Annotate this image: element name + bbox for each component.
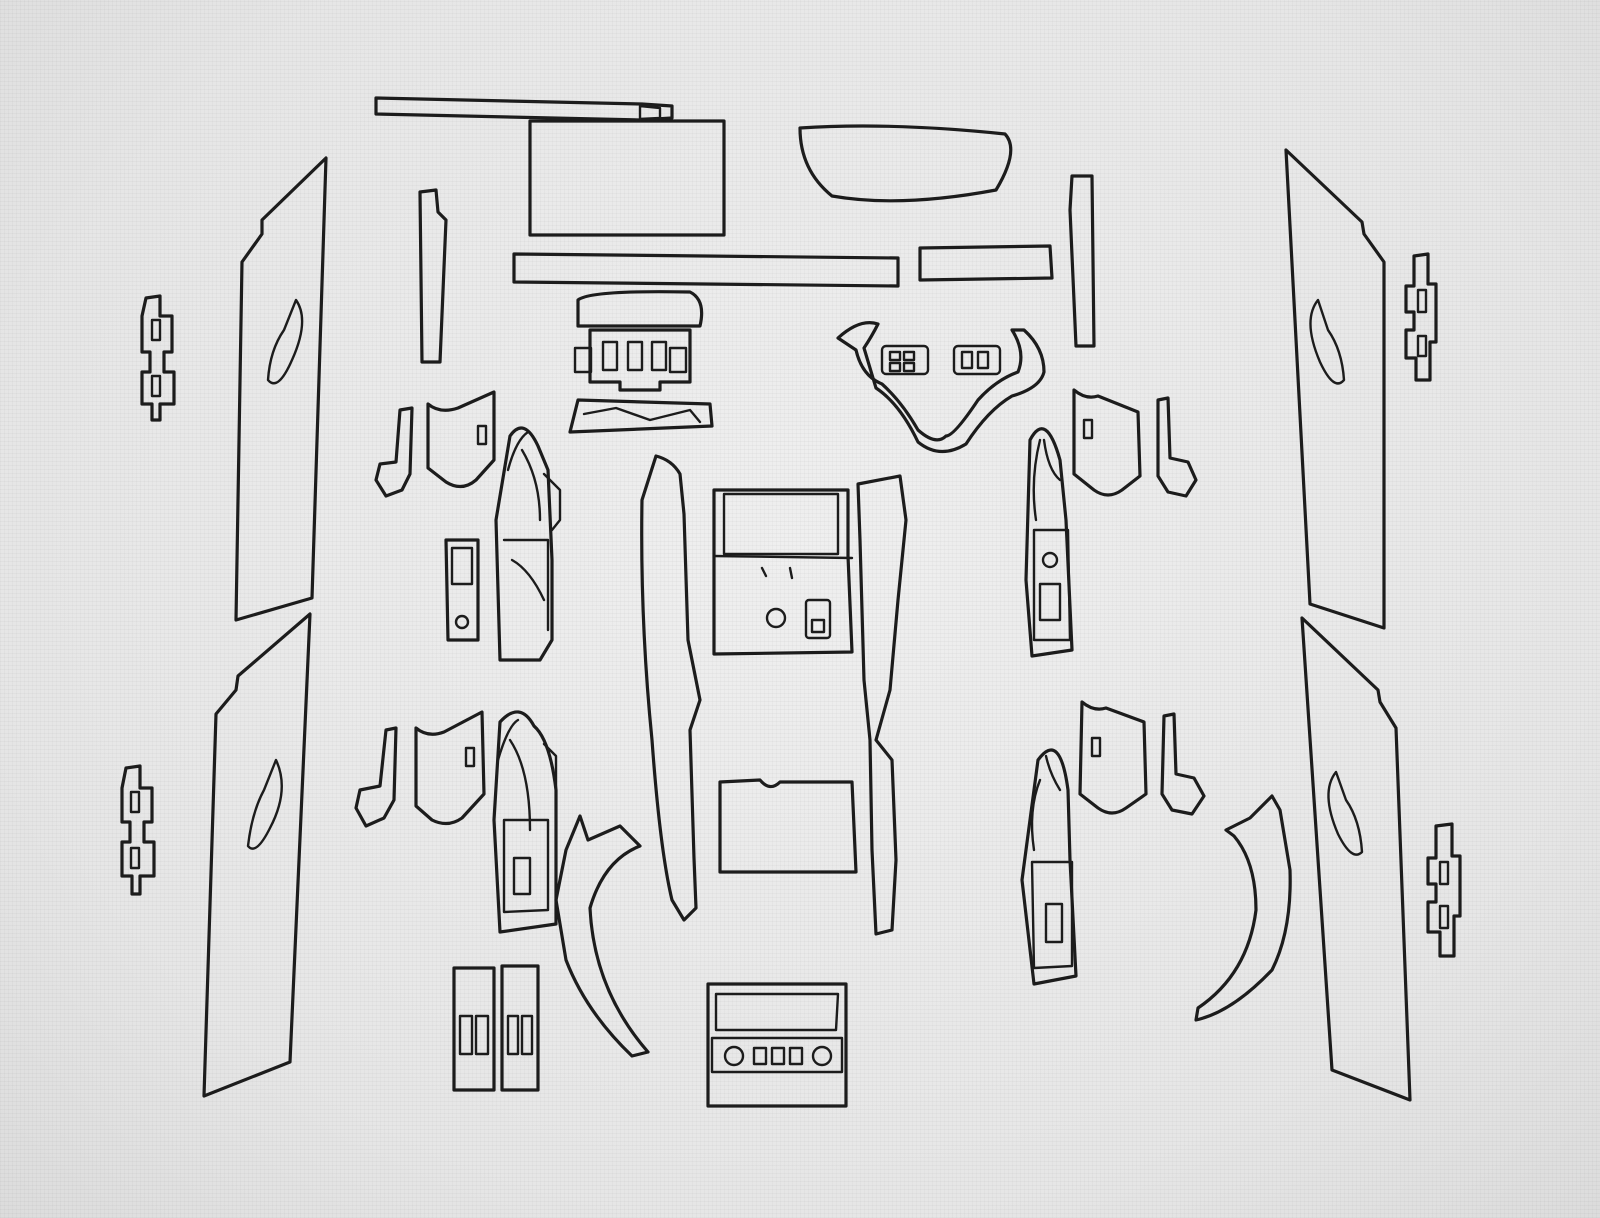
dash-center-panel — [528, 119, 726, 237]
right-front-door-cluster — [1024, 388, 1198, 658]
dash-top-right-panel — [798, 124, 1013, 203]
rear-right-door-panel — [1300, 616, 1412, 1102]
left-a-pillar-strip — [418, 188, 448, 364]
center-console-right-strip — [856, 474, 908, 936]
dash-lower-strip — [512, 252, 900, 288]
center-console-left-strip — [640, 454, 702, 922]
left-rear-seat-switch — [120, 764, 156, 896]
front-right-door-panel — [1284, 148, 1386, 630]
right-rear-door-cluster — [1020, 700, 1206, 986]
rear-left-door-panel — [202, 612, 312, 1098]
console-armrest-pad — [718, 778, 858, 874]
right-front-seat-switch — [1404, 252, 1438, 382]
left-rear-door-cluster — [354, 710, 558, 934]
left-front-door-cluster — [374, 390, 562, 662]
right-b-pillar-trim — [1194, 794, 1292, 1022]
climate-control-bezel — [568, 290, 714, 434]
right-rear-seat-switch — [1426, 822, 1462, 958]
right-a-pillar-strip — [1068, 174, 1096, 348]
left-window-switch-pair — [452, 964, 540, 1092]
steering-wheel-trim — [836, 321, 1046, 454]
top-dash-trim-strip — [374, 96, 674, 122]
left-front-seat-switch — [140, 294, 176, 422]
front-left-door-panel — [234, 156, 328, 622]
dash-lower-right-strip — [918, 244, 1054, 282]
rear-climate-panel — [706, 982, 848, 1108]
left-b-pillar-trim — [554, 814, 650, 1058]
console-cupholder-panel — [712, 488, 854, 656]
